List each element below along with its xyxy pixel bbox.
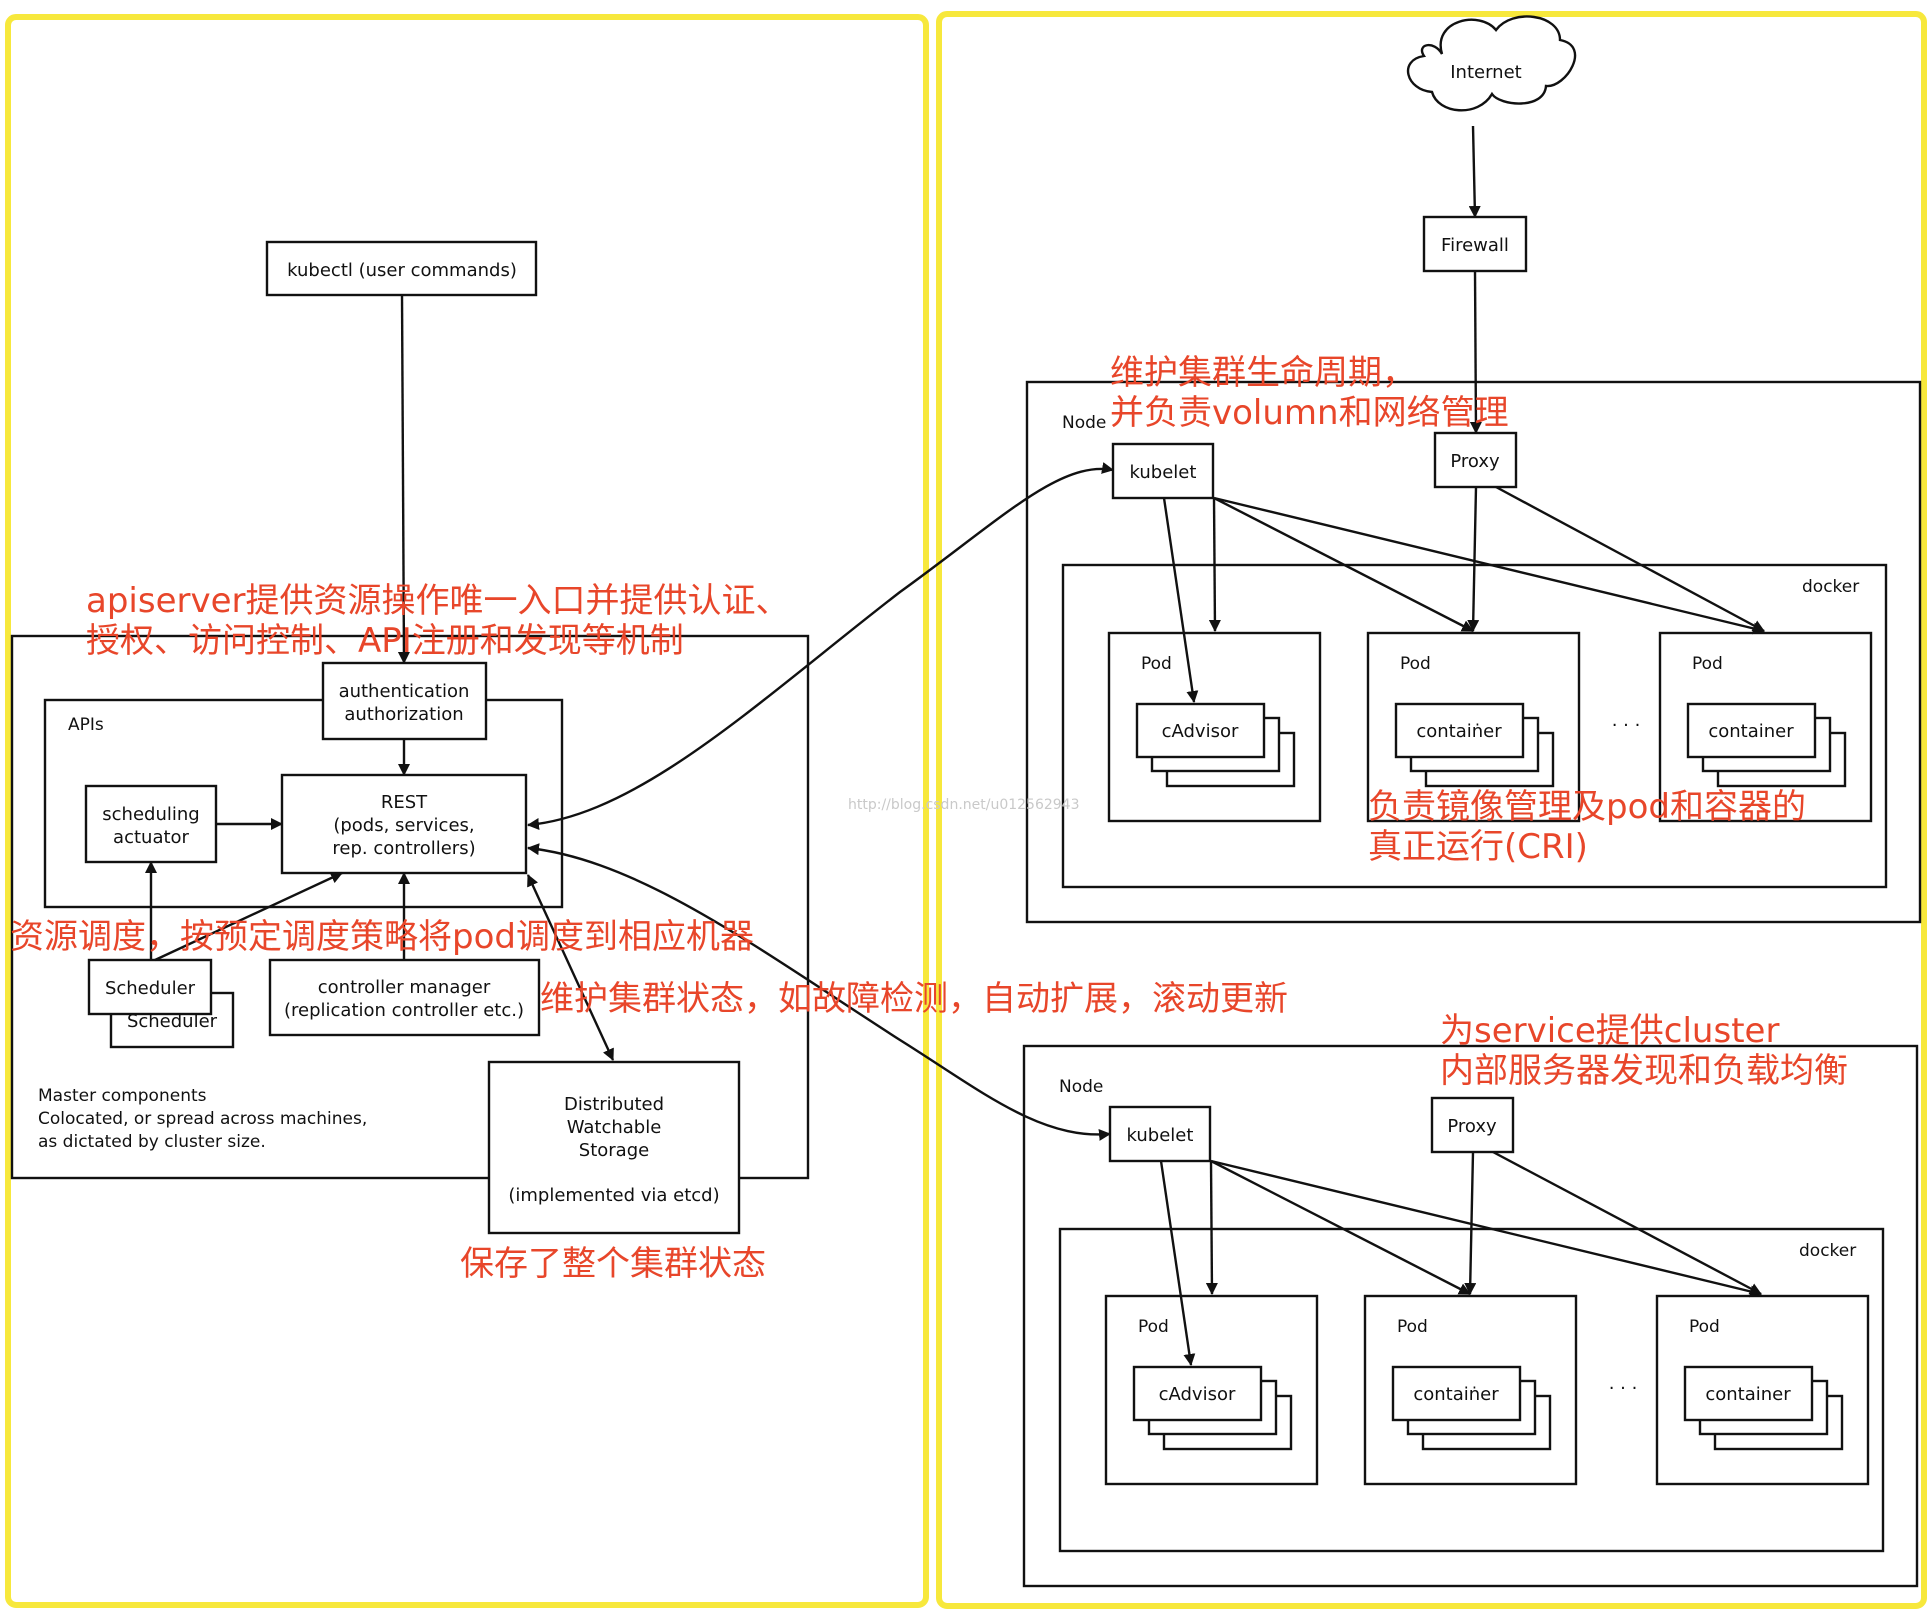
svg-text:Firewall: Firewall — [1441, 235, 1509, 256]
edge-internet-firewall — [1468, 125, 1481, 218]
svg-text:Proxy: Proxy — [1450, 451, 1500, 472]
runtime-note-line1: 负责镜像管理及pod和容器的 — [1368, 787, 1806, 827]
svg-text:Pod: Pod — [1138, 1317, 1169, 1337]
svg-text:container: container — [1708, 721, 1794, 742]
svg-text:controller manager: controller manager — [318, 977, 491, 998]
svg-text:Master components: Master components — [38, 1086, 207, 1106]
svg-text:Pod: Pod — [1141, 654, 1172, 674]
svg-text:Storage: Storage — [579, 1140, 649, 1161]
pod-2-2[interactable]: Pod contaiṅer — [1363, 1294, 1578, 1486]
container-box-2-3 — [1683, 1365, 1814, 1422]
annotations: apiserver提供资源操作唯一入口并提供认证、 授权、访问控制、API注册和… — [10, 353, 1848, 1284]
svg-text:(implemented via etcd): (implemented via etcd) — [508, 1185, 719, 1206]
cadvisor-box-1 — [1135, 702, 1266, 759]
internet-cloud[interactable]: Internet — [1406, 15, 1577, 112]
auth-box[interactable]: authentication authorization — [321, 661, 488, 741]
svg-text:scheduling: scheduling — [102, 804, 199, 825]
edge-firewall-proxy — [1469, 270, 1482, 434]
svg-text:Proxy: Proxy — [1447, 1116, 1497, 1137]
svg-text:Scheduler: Scheduler — [127, 1011, 218, 1032]
rest-box[interactable]: REST (pods, services, rep. controllers) — [280, 773, 528, 875]
svg-text:actuator: actuator — [113, 827, 189, 848]
scheduler-box[interactable]: Scheduler Scheduler — [87, 958, 235, 1049]
watermark: http://blog.csdn.net/u012562943 — [848, 797, 1080, 813]
svg-text:cAdvisor: cAdvisor — [1162, 721, 1239, 742]
container-box-1-3 — [1686, 702, 1817, 759]
scheduling-actuator-box[interactable]: scheduling actuator — [84, 784, 218, 864]
pod-1-2[interactable]: Pod contaiṅer — [1366, 631, 1581, 823]
svg-text:authentication: authentication — [339, 681, 470, 702]
pod-2-1[interactable]: Pod cAdvisor — [1104, 1294, 1319, 1486]
kubectl-box[interactable]: kubectl (user commands) — [265, 240, 538, 297]
svg-text:docker: docker — [1802, 577, 1859, 597]
controller-note: 维护集群状态，如故障检测，自动扩展，滚动更新 — [540, 979, 1288, 1019]
edge-rest-etcd — [526, 874, 615, 1061]
kubelet-box-2[interactable]: kubelet — [1108, 1105, 1212, 1163]
proxy-box-1[interactable]: Proxy — [1433, 431, 1518, 489]
svg-text:contaiṅer: contaiṅer — [1416, 721, 1502, 742]
pods-ellipsis-2: · · · — [1609, 1378, 1638, 1399]
svg-text:authorization: authorization — [344, 704, 463, 725]
svg-text:(pods, services,: (pods, services, — [333, 815, 474, 836]
cadvisor-box-2 — [1132, 1365, 1263, 1422]
proxy-box-2[interactable]: Proxy — [1430, 1096, 1515, 1154]
apiserver-note-line1: apiserver提供资源操作唯一入口并提供认证、 — [86, 581, 790, 621]
svg-text:Watchable: Watchable — [567, 1117, 662, 1138]
master-components-caption: Master components Colocated, or spread a… — [38, 1086, 367, 1152]
svg-text:as dictated by cluster size.: as dictated by cluster size. — [38, 1132, 266, 1152]
svg-text:docker: docker — [1799, 1241, 1856, 1261]
kubelet-note-line2: 并负责volumn和网络管理 — [1110, 393, 1509, 433]
pod-2-3[interactable]: Pod container — [1655, 1294, 1870, 1486]
pod-1-3[interactable]: Pod container — [1658, 631, 1873, 823]
etcd-storage-box[interactable]: Distributed Watchable Storage (implement… — [487, 1060, 741, 1235]
scheduler-note: 资源调度，按预定调度策略将pod调度到相应机器 — [10, 917, 754, 957]
svg-text:container: container — [1705, 1384, 1791, 1405]
svg-text:Pod: Pod — [1400, 654, 1431, 674]
edge-rest-kubelet-2 — [527, 843, 1111, 1141]
pod-1-1[interactable]: Pod cAdvisor — [1107, 631, 1322, 823]
node-2: Node docker kubelet Proxy Pod cAdvisor P… — [1022, 1044, 1919, 1588]
svg-text:kubectl (user commands): kubectl (user commands) — [287, 260, 517, 281]
proxy-note-line1: 为service提供cluster — [1440, 1011, 1779, 1051]
svg-text:(replication controller etc.): (replication controller etc.) — [284, 1000, 524, 1021]
svg-text:Pod: Pod — [1397, 1317, 1428, 1337]
svg-text:Pod: Pod — [1692, 654, 1723, 674]
svg-text:Scheduler: Scheduler — [105, 978, 196, 999]
edge-scheduler-rest — [154, 871, 343, 962]
svg-text:rep. controllers): rep. controllers) — [332, 838, 475, 859]
controller-manager-box[interactable]: controller manager (replication controll… — [268, 958, 541, 1037]
svg-text:kubelet: kubelet — [1130, 462, 1197, 483]
svg-text:Node: Node — [1062, 413, 1106, 433]
svg-text:Colocated, or spread across ma: Colocated, or spread across machines, — [38, 1109, 367, 1129]
pods-ellipsis-1: · · · — [1612, 715, 1641, 736]
kubelet-note-line1: 维护集群生命周期， — [1110, 353, 1416, 393]
svg-text:Node: Node — [1059, 1077, 1103, 1097]
apis-label: APIs — [68, 715, 104, 735]
svg-text:cAdvisor: cAdvisor — [1159, 1384, 1236, 1405]
node-1: Node docker kubelet Proxy Pod cAdvisor P… — [1025, 380, 1922, 924]
edge-kubectl-auth — [397, 294, 410, 664]
svg-text:Pod: Pod — [1689, 1317, 1720, 1337]
kubelet-box-1[interactable]: kubelet — [1111, 442, 1215, 500]
runtime-note-line2: 真正运行(CRI) — [1368, 827, 1588, 867]
firewall-box[interactable]: Firewall — [1422, 215, 1528, 273]
svg-text:contaiṅer: contaiṅer — [1413, 1384, 1499, 1405]
container-box-2-2 — [1391, 1365, 1522, 1422]
apiserver-note-line2: 授权、访问控制、API注册和发现等机制 — [86, 621, 684, 661]
svg-text:Internet: Internet — [1450, 62, 1521, 83]
container-box-1-2 — [1394, 702, 1525, 759]
svg-text:kubelet: kubelet — [1127, 1125, 1194, 1146]
svg-text:Distributed: Distributed — [564, 1094, 664, 1115]
svg-text:REST: REST — [381, 792, 428, 813]
proxy-note-line2: 内部服务器发现和负载均衡 — [1440, 1051, 1848, 1091]
etcd-note: 保存了整个集群状态 — [460, 1244, 766, 1284]
edge-rest-kubelet-1 — [527, 462, 1114, 830]
